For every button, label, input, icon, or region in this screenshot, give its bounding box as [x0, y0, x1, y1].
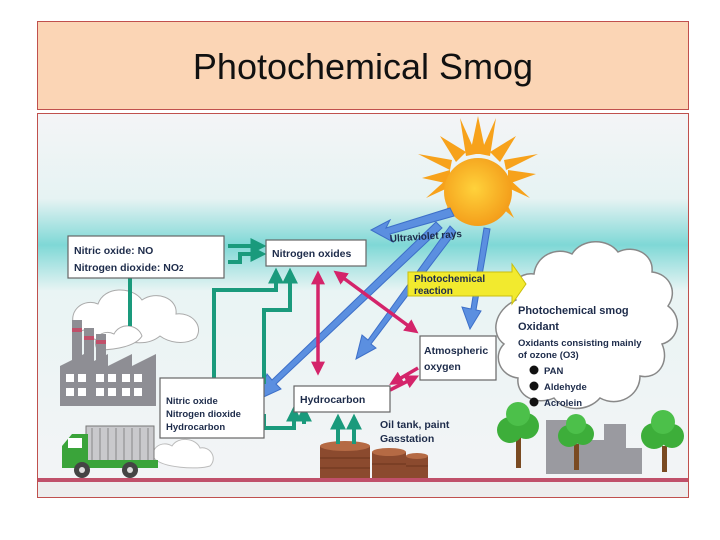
oxidant-label: Oxidant: [518, 321, 559, 333]
nitric-oxide-label: Nitric oxide: NO: [74, 245, 153, 257]
oxygen-label: oxygen: [424, 361, 461, 373]
atmospheric-label: Atmospheric: [424, 345, 488, 357]
truck-exhaust: [152, 439, 214, 469]
oil-tanks-icon: [320, 441, 428, 480]
nitrogen-compounds-box: [67, 235, 225, 279]
smog-item-acrolein: Acrolein: [544, 398, 582, 409]
oxidants-desc-label-1: Oxidants consisting mainly: [518, 338, 642, 349]
smog-item-aldehyde: Aldehyde: [544, 382, 587, 393]
gas-station-label: Gasstation: [380, 433, 434, 445]
atmospheric-oxygen-box: [419, 335, 497, 381]
vehicle-emissions-box: [159, 377, 265, 439]
green-flow-arrows: [128, 238, 362, 444]
smog-item-pan: PAN: [544, 366, 563, 377]
truck-icon: [62, 425, 158, 478]
hydrocarbon-box: [293, 385, 391, 413]
factory-icon: [60, 320, 156, 406]
title-box: Photochemical Smog: [37, 21, 689, 110]
hydrocarbon-label: Hydrocarbon: [300, 394, 365, 406]
slide-title: Photochemical Smog: [192, 46, 534, 87]
diagram-canvas: Ultraviolet rays: [38, 114, 688, 497]
photochemical-reaction-label-2: reaction: [414, 286, 453, 297]
photochemical-reaction-arrow: [407, 262, 527, 306]
oil-tank-label: Oil tank, paint: [380, 419, 450, 431]
nitrogen-oxides-label: Nitrogen oxides: [272, 248, 352, 260]
nitrogen-oxides-box: [265, 239, 367, 267]
bullet-icon: [529, 381, 539, 391]
nitrogen-dioxide-label: Nitrogen dioxide: NO2: [74, 262, 184, 274]
photochemical-reaction-label-1: Photochemical: [414, 274, 485, 285]
vehicle-nitric-oxide-label: Nitric oxide: [166, 396, 218, 407]
smog-diagram: Ultraviolet rays: [37, 113, 689, 498]
ultraviolet-rays-label: Ultraviolet rays: [389, 229, 462, 245]
smog-title-label: Photochemical smog: [518, 305, 629, 317]
vehicle-nitrogen-dioxide-label: Nitrogen dioxide: [166, 409, 241, 420]
bullet-icon: [529, 365, 539, 375]
vehicle-hydrocarbon-label: Hydrocarbon: [166, 422, 225, 433]
trees: [497, 402, 684, 472]
smog-cloud: [495, 241, 679, 410]
factory-smoke: [72, 289, 199, 351]
magenta-reaction-arrows: [311, 270, 420, 392]
oxidants-desc-label-2: of ozone (O3): [518, 350, 579, 361]
bullet-icon: [529, 397, 539, 407]
ground: [38, 480, 688, 497]
